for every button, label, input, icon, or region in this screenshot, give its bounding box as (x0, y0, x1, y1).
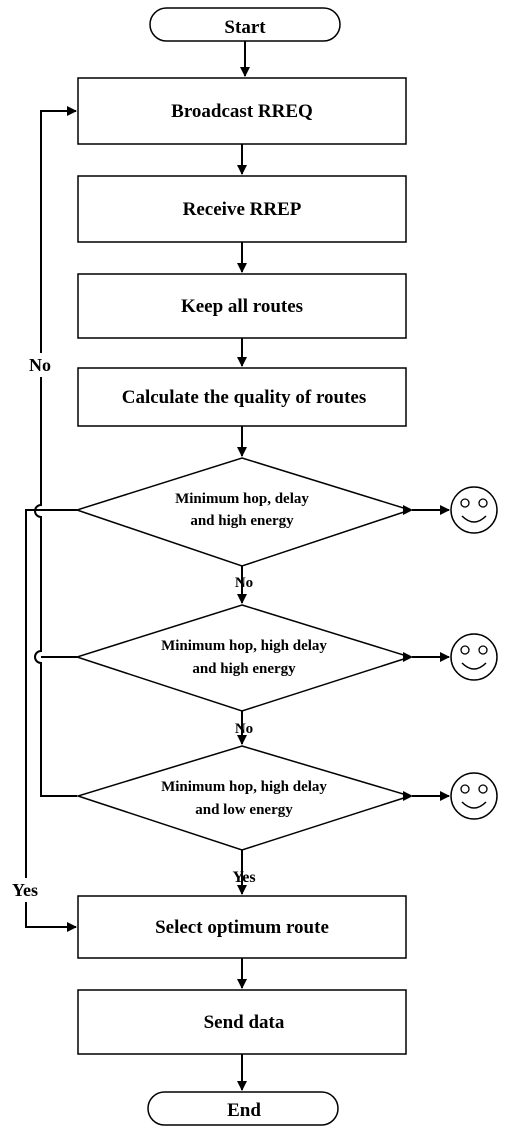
keep-routes-box (77, 273, 407, 339)
calculate-quality-label: Calculate the quality of routes (122, 387, 367, 408)
receive-rrep-label: Receive RREP (183, 199, 302, 220)
end-terminal (147, 1091, 339, 1126)
decision-2-line2: and high energy (192, 661, 296, 677)
calculate-quality-box (77, 367, 407, 427)
no-label-2: No (235, 721, 253, 737)
broadcast-rreq-label: Broadcast RREQ (171, 101, 313, 122)
no-loop-label-bg (20, 353, 60, 377)
decision-3-line2: and low energy (195, 802, 293, 818)
broadcast-rreq-box (77, 77, 407, 145)
yes-connector (25, 509, 77, 932)
start-label: Start (224, 17, 266, 38)
smiley-icon (450, 633, 498, 681)
decision-2-line1: Minimum hop, high delay (161, 638, 327, 654)
decision-1-line1: Minimum hop, delay (175, 491, 309, 507)
decision-diamond-2 (74, 604, 413, 712)
no-label-1: No (235, 575, 253, 591)
no-loop-label: No (29, 355, 51, 375)
send-data-label: Send data (204, 1012, 285, 1033)
decision-3-line1: Minimum hop, high delay (161, 779, 327, 795)
decision-1-line2: and high energy (190, 513, 294, 529)
yes-left-label-bg (2, 878, 48, 902)
no-loop-connector (34, 106, 77, 797)
select-route-label: Select optimum route (155, 917, 329, 938)
decision-diamond-3 (75, 745, 413, 851)
smiley-icon (450, 772, 498, 820)
yes-label-down: Yes (232, 869, 255, 886)
select-route-box (77, 895, 407, 959)
keep-routes-label: Keep all routes (181, 296, 303, 317)
end-label: End (227, 1100, 261, 1121)
smiley-icon (450, 486, 498, 534)
decision-diamond-1 (74, 457, 413, 567)
yes-left-label: Yes (12, 880, 38, 900)
